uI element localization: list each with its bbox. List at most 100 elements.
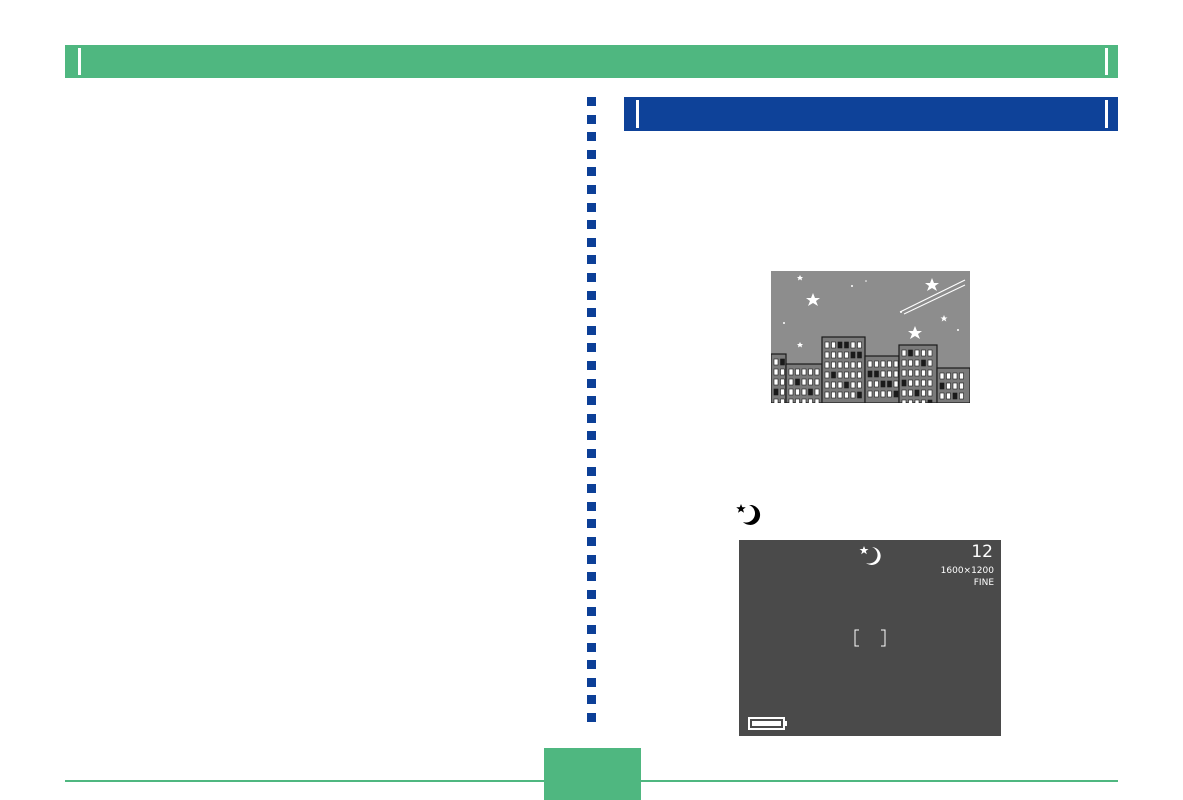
night-scene-illustration <box>771 271 970 403</box>
building-window <box>788 398 794 403</box>
building-window <box>887 390 892 398</box>
building-window <box>901 379 907 387</box>
building-window <box>801 398 807 403</box>
building-window <box>867 360 873 368</box>
building-window <box>844 361 849 369</box>
star-dot <box>957 329 959 331</box>
building-window <box>837 381 843 389</box>
battery-icon <box>748 717 788 730</box>
star-shape <box>806 293 820 306</box>
building-window <box>831 371 836 379</box>
building-window <box>939 392 945 400</box>
building-window <box>914 379 920 387</box>
building-window <box>893 380 899 388</box>
building-window <box>959 382 964 390</box>
building-window <box>887 380 892 388</box>
building-window <box>837 341 843 349</box>
section-bar-right-notch <box>1105 100 1108 128</box>
shooting-star-trail <box>899 279 966 313</box>
building-window <box>850 341 856 349</box>
divider-dot <box>587 642 596 652</box>
building-window <box>880 380 886 388</box>
divider-dot <box>587 713 596 722</box>
star-shape <box>797 342 803 348</box>
building-window <box>921 369 926 377</box>
building-window <box>908 379 913 387</box>
building-window <box>844 341 849 349</box>
building-window <box>780 388 785 396</box>
building-window <box>874 370 879 378</box>
building-window <box>773 368 779 376</box>
dotted-column-divider <box>587 97 596 722</box>
building-window <box>927 399 933 403</box>
building-window <box>914 359 920 367</box>
building-window <box>901 389 907 397</box>
building-window <box>795 368 800 376</box>
building-window <box>867 380 873 388</box>
building-window <box>921 379 926 387</box>
image-resolution: 1600×1200 <box>940 566 994 576</box>
divider-dot <box>587 537 596 546</box>
divider-dot <box>587 220 596 230</box>
building-window <box>952 372 958 380</box>
building-window <box>837 361 843 369</box>
divider-dot <box>587 325 596 335</box>
building-window <box>908 349 913 357</box>
building-window <box>893 390 899 398</box>
chapter-header-bar <box>65 45 1118 78</box>
building-window <box>959 372 964 380</box>
building-window <box>788 388 794 396</box>
building-window <box>837 371 843 379</box>
building-window <box>901 369 907 377</box>
building-window <box>857 351 862 359</box>
building-window <box>857 341 862 349</box>
building-window <box>908 389 913 397</box>
moon-shape <box>839 285 882 327</box>
building-window <box>824 351 830 359</box>
building-window <box>844 381 849 389</box>
building-window <box>857 391 862 399</box>
star-dot <box>783 322 785 324</box>
building-window <box>801 368 807 376</box>
building-window <box>824 391 830 399</box>
divider-dot <box>587 519 596 529</box>
building-window <box>908 399 913 403</box>
building-window <box>780 398 785 403</box>
divider-dot <box>587 167 596 177</box>
night-scene-icon <box>735 503 761 525</box>
camera-lcd-preview: 12 1600×1200 FINE <box>739 540 1001 736</box>
building-window <box>939 382 945 390</box>
building-window <box>850 361 856 369</box>
header-bar-right-notch <box>1105 48 1108 75</box>
divider-dot <box>587 273 596 282</box>
building-window <box>946 372 951 380</box>
building-window <box>921 359 926 367</box>
building-window <box>824 381 830 389</box>
building-window <box>788 368 794 376</box>
divider-dot <box>587 677 596 687</box>
building-window <box>914 369 920 377</box>
building-window <box>844 351 849 359</box>
section-bar-left-notch <box>636 100 639 128</box>
building-window <box>844 391 849 399</box>
divider-dot <box>587 202 596 212</box>
building-window <box>887 360 892 368</box>
divider-dot <box>587 343 596 353</box>
divider-dot <box>587 431 596 441</box>
shots-remaining: 12 <box>971 542 993 562</box>
building-window <box>952 382 958 390</box>
star-dot <box>851 285 853 287</box>
building-window <box>850 351 856 359</box>
building-window <box>921 349 926 357</box>
building-window <box>901 359 907 367</box>
building-window <box>814 378 820 386</box>
divider-dot <box>587 308 596 318</box>
divider-dot <box>587 361 596 370</box>
building-window <box>874 360 879 368</box>
building-window <box>921 399 926 403</box>
building-window <box>959 392 964 400</box>
building-window <box>801 388 807 396</box>
building-window <box>831 381 836 389</box>
divider-dot <box>587 449 596 458</box>
shooting-star-trail <box>903 284 966 315</box>
